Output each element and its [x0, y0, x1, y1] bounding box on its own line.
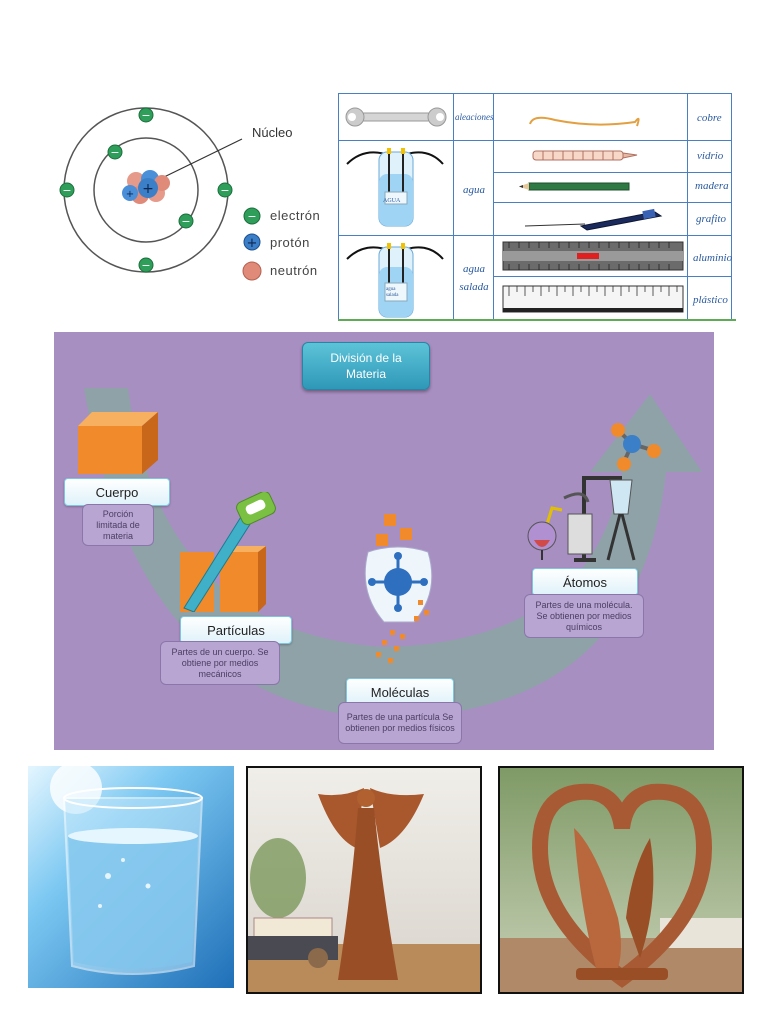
division-of-matter-diagram: División de la Materia Cuerpo Porción li…	[54, 332, 714, 750]
atom-illustration: + + − − − − − − − +	[59, 107, 262, 281]
stage-desc-moleculas: Partes de una partícula Se obtienen por …	[338, 702, 462, 744]
neutron-legend-icon	[242, 261, 262, 281]
atom-diagram: + + −− −− −− − + Núcleo electrón protón …	[40, 95, 340, 295]
wooden-angel-image	[248, 788, 480, 992]
electron	[107, 144, 123, 160]
stage-label-cuerpo: Cuerpo	[64, 478, 170, 506]
nucleus-label: Núcleo	[252, 125, 293, 140]
heart-sculpture-photo	[498, 766, 744, 994]
material-label: aluminio	[693, 252, 733, 264]
electron	[178, 213, 194, 229]
saw-cutting-cube-icon	[180, 492, 276, 612]
svg-text:−: −	[110, 146, 119, 159]
copper-wire-icon	[529, 116, 640, 127]
nucleus: + +	[122, 170, 170, 204]
electron	[138, 107, 154, 123]
svg-text:+: +	[247, 236, 258, 251]
wooden-heart-image	[500, 783, 742, 992]
svg-text:−: −	[62, 184, 71, 197]
electron	[59, 182, 75, 198]
solution-label: agua salada	[459, 263, 489, 293]
mechanical-pencil-icon	[524, 208, 663, 231]
svg-text:−: −	[141, 259, 150, 272]
diagram-title: División de la Materia	[302, 342, 430, 390]
material-label: cobre	[697, 112, 722, 124]
conductivity-table: AGUA agua salada aleaciones agua agua sa…	[338, 93, 732, 320]
material-label: grafito	[696, 213, 726, 225]
wooden-pencil-icon	[519, 182, 630, 191]
svg-text:+: +	[126, 189, 134, 200]
electron-legend-label: electrón	[270, 208, 321, 223]
proton-legend-label: protón	[270, 235, 310, 250]
stage-desc-cuerpo: Porción limitada de materia	[82, 504, 154, 546]
solution-label: agua	[463, 184, 485, 196]
lab-apparatus-icon	[527, 423, 661, 562]
solution-label: aleaciones	[455, 112, 494, 122]
stage-label-particulas: Partículas	[180, 616, 292, 644]
stage-desc-atomos: Partes de una molécula. Se obtienen por …	[524, 594, 644, 638]
beaker-water-icon	[346, 148, 444, 227]
svg-text:−: −	[181, 215, 190, 228]
beaker-label: AGUA	[383, 198, 401, 204]
electron	[138, 257, 154, 273]
electron-legend-icon	[243, 207, 261, 225]
material-label: plástico	[693, 294, 728, 306]
angel-sculpture-photo	[246, 766, 482, 994]
stage-label-atomos: Átomos	[532, 568, 638, 596]
orange-cube-icon	[78, 412, 158, 474]
stage-desc-particulas: Partes de un cuerpo. Se obtiene por medi…	[160, 641, 280, 685]
plastic-ruler-icon	[502, 285, 684, 313]
glass-of-water-image	[50, 766, 204, 975]
svg-text:−: −	[141, 109, 150, 122]
beaker-label: agua salada	[386, 287, 399, 298]
svg-text:−: −	[220, 184, 229, 197]
wrench-icon	[345, 107, 447, 127]
molecule-grinder-icon	[364, 514, 433, 663]
material-label: madera	[695, 180, 729, 192]
table-bottom-line	[338, 319, 736, 321]
beaker-salt-water-icon	[346, 243, 444, 318]
proton-legend-icon	[243, 233, 261, 251]
neutron-legend-label: neutrón	[270, 263, 318, 278]
svg-text:−: −	[247, 210, 256, 223]
electron	[217, 182, 233, 198]
material-label: vidrio	[697, 150, 724, 162]
aluminum-ruler-icon	[502, 241, 684, 271]
svg-text:+: +	[142, 181, 154, 197]
water-glass-photo	[28, 766, 234, 988]
glass-tube-icon	[532, 150, 638, 161]
